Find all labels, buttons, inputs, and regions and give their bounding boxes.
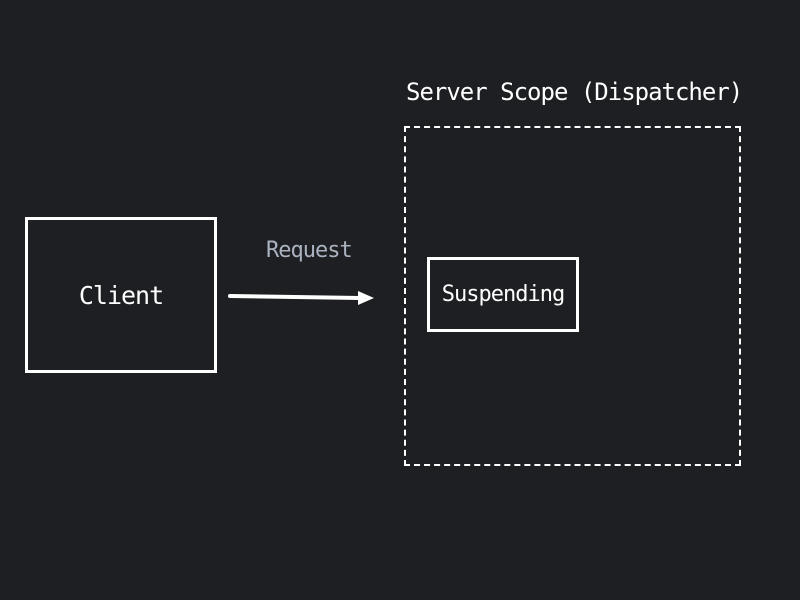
server-scope-title: Server Scope (Dispatcher) — [406, 78, 743, 106]
suspending-node: Suspending — [427, 257, 579, 332]
server-scope-container — [404, 126, 741, 466]
request-edge-label: Request — [266, 238, 353, 263]
client-node: Client — [25, 217, 217, 373]
request-arrow — [228, 291, 374, 305]
client-label: Client — [78, 280, 164, 310]
suspending-label: Suspending — [441, 282, 565, 307]
